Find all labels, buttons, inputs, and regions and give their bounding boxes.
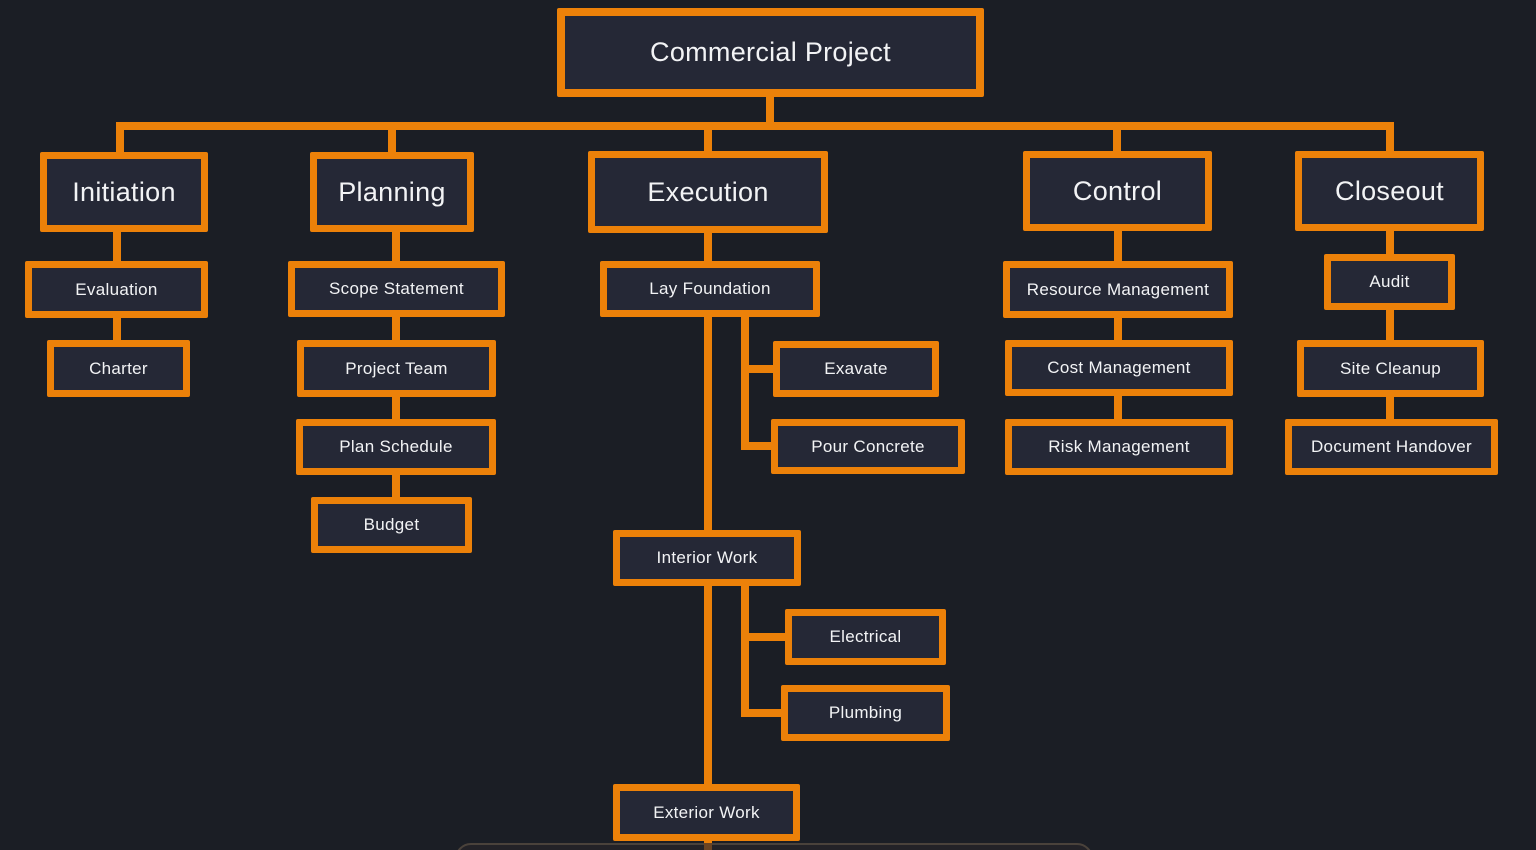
connector-elbow-exavate <box>741 365 773 373</box>
connector-root-drop <box>766 97 774 124</box>
connector-scope-team <box>392 317 400 340</box>
connector-evaluation-charter <box>113 318 121 340</box>
connector-elbow-pour <box>741 442 771 450</box>
node-evaluation[interactable]: Evaluation <box>25 261 208 318</box>
node-electrical[interactable]: Electrical <box>785 609 946 665</box>
node-interior-work[interactable]: Interior Work <box>613 530 801 586</box>
connector-elbow-plumbing <box>741 709 781 717</box>
bottom-panel <box>455 843 1093 850</box>
connector-execution-foundation <box>704 233 712 261</box>
connector-cost-risk <box>1114 396 1122 419</box>
connector-exterior-bottom <box>704 841 712 843</box>
node-document-handover[interactable]: Document Handover <box>1285 419 1498 475</box>
node-plumbing[interactable]: Plumbing <box>781 685 950 741</box>
connector-bus-initiation <box>116 130 124 152</box>
connector-initiation-evaluation <box>113 232 121 261</box>
connector-schedule-budget <box>392 475 400 497</box>
connector-bus-planning <box>388 130 396 152</box>
connector-team-schedule <box>392 397 400 419</box>
node-resource-management[interactable]: Resource Management <box>1003 261 1233 318</box>
node-closeout[interactable]: Closeout <box>1295 151 1484 231</box>
connector-foundation-interior <box>704 317 712 530</box>
node-exterior-work[interactable]: Exterior Work <box>613 784 800 841</box>
node-budget[interactable]: Budget <box>311 497 472 553</box>
node-control[interactable]: Control <box>1023 151 1212 231</box>
connector-interior-elbow <box>741 586 749 717</box>
connector-bus-execution <box>704 130 712 151</box>
connector-closeout-audit <box>1386 231 1394 254</box>
node-pour-concrete[interactable]: Pour Concrete <box>771 419 965 474</box>
connector-elbow-electrical <box>741 633 785 641</box>
node-audit[interactable]: Audit <box>1324 254 1455 310</box>
node-plan-schedule[interactable]: Plan Schedule <box>296 419 496 475</box>
connector-level1-bus <box>116 122 1394 130</box>
connector-audit-cleanup <box>1386 310 1394 340</box>
connector-bus-control <box>1113 130 1121 151</box>
connector-control-resource <box>1114 231 1122 261</box>
connector-resource-cost <box>1114 318 1122 340</box>
node-scope-statement[interactable]: Scope Statement <box>288 261 505 317</box>
node-project-team[interactable]: Project Team <box>297 340 496 397</box>
node-planning[interactable]: Planning <box>310 152 474 232</box>
node-exavate[interactable]: Exavate <box>773 341 939 397</box>
node-commercial-project[interactable]: Commercial Project <box>557 8 984 97</box>
node-charter[interactable]: Charter <box>47 340 190 397</box>
node-initiation[interactable]: Initiation <box>40 152 208 232</box>
node-lay-foundation[interactable]: Lay Foundation <box>600 261 820 317</box>
node-site-cleanup[interactable]: Site Cleanup <box>1297 340 1484 397</box>
node-cost-management[interactable]: Cost Management <box>1005 340 1233 396</box>
connector-bus-closeout <box>1386 130 1394 151</box>
node-risk-management[interactable]: Risk Management <box>1005 419 1233 475</box>
connector-interior-exterior <box>704 586 712 784</box>
connector-cleanup-handover <box>1386 397 1394 419</box>
connector-planning-scope <box>392 232 400 261</box>
connector-exterior-bottom-dimmed <box>704 843 712 850</box>
connector-foundation-elbow <box>741 317 749 450</box>
node-execution[interactable]: Execution <box>588 151 828 233</box>
